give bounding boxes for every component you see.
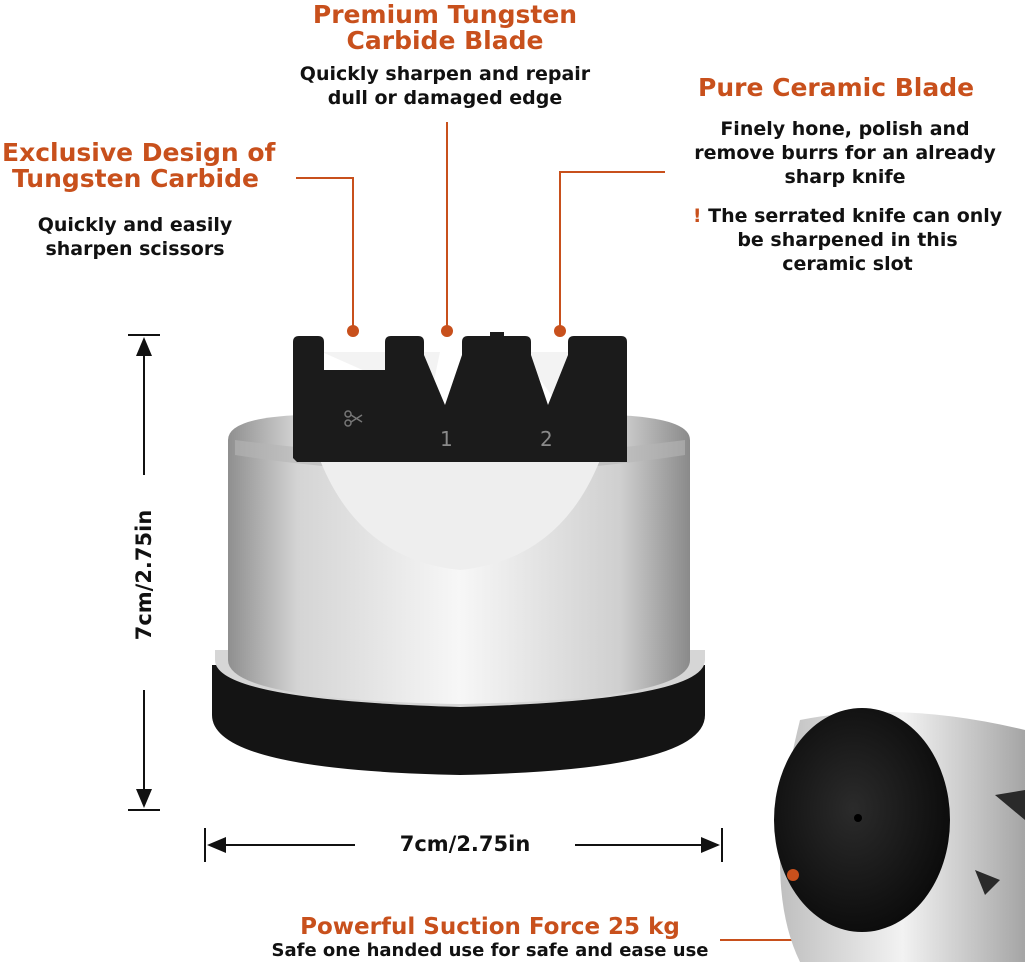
exclusive-design-title: Exclusive Design of Tungsten Carbide [2, 140, 292, 192]
suction-desc: Safe one handed use for safe and ease us… [271, 940, 709, 961]
arrowhead-down [136, 789, 152, 808]
slot-label-1: 1 [440, 427, 453, 451]
slot-label-2: 2 [540, 427, 553, 451]
leader-dot-left [347, 325, 359, 337]
tungsten-blade-title-line1: Premium Tungsten [312, 0, 578, 29]
leader-dot-right [554, 325, 566, 337]
leader-line-right [559, 171, 665, 330]
leader-line-left [296, 177, 354, 330]
exclusive-design-desc: Quickly and easily sharpen scissors [15, 213, 255, 261]
sharpener-top-plate [293, 336, 627, 462]
arrowhead-left [207, 837, 226, 853]
exclusive-design-desc-line2: sharpen scissors [45, 238, 225, 260]
suction-detail-inset [774, 708, 1025, 962]
warning-text-line1: The serrated knife can only [708, 205, 1003, 227]
height-dimension-label: 7cm/2.75in [132, 509, 156, 641]
scissors-icon [344, 410, 363, 427]
tungsten-blade-desc-line2: dull or damaged edge [327, 87, 563, 109]
ceramic-blade-desc: Finely hone, polish and remove burrs for… [670, 117, 1020, 189]
sharpener-device: 1 2 [212, 332, 705, 775]
leader-dot-suction [787, 869, 799, 881]
width-dimension [204, 828, 723, 862]
exclusive-design-title-line1: Exclusive Design of [2, 138, 276, 167]
suction-title: Powerful Suction Force 25 kg [300, 914, 680, 940]
ceramic-blade-warning-line3: ceramic slot [782, 253, 913, 275]
ceramic-blade-warning: ! The serrated knife can only be sharpen… [670, 204, 1025, 276]
inner-wedge [320, 460, 600, 570]
leader-dot-center [441, 325, 453, 337]
ceramic-blade-desc-line1: Finely hone, polish and [720, 118, 970, 140]
ceramic-blade-warning-line2: be sharpened in this [737, 229, 958, 251]
ceramic-blade-warning-line1: ! The serrated knife can only [670, 204, 1025, 228]
warning-mark: ! [692, 205, 702, 227]
exclusive-design-title-line2: Tungsten Carbide [12, 164, 259, 193]
width-dimension-label: 7cm/2.75in [399, 832, 531, 856]
ceramic-blade-desc-line3: sharp knife [784, 166, 906, 188]
suction-cup [774, 708, 950, 932]
ceramic-blade-title: Pure Ceramic Blade [698, 73, 975, 102]
tungsten-blade-desc: Quickly sharpen and repair dull or damag… [250, 62, 640, 110]
arrowhead-right [701, 837, 720, 853]
tungsten-blade-desc-line1: Quickly sharpen and repair [299, 63, 591, 85]
exclusive-design-desc-line1: Quickly and easily [37, 214, 233, 236]
tungsten-blade-title-line2: Carbide Blade [346, 26, 544, 55]
height-dimension [128, 334, 160, 811]
tungsten-blade-title: Premium Tungsten Carbide Blade [260, 2, 630, 54]
ceramic-blade-desc-line2: remove burrs for an already [694, 142, 996, 164]
arrowhead-up [136, 337, 152, 356]
